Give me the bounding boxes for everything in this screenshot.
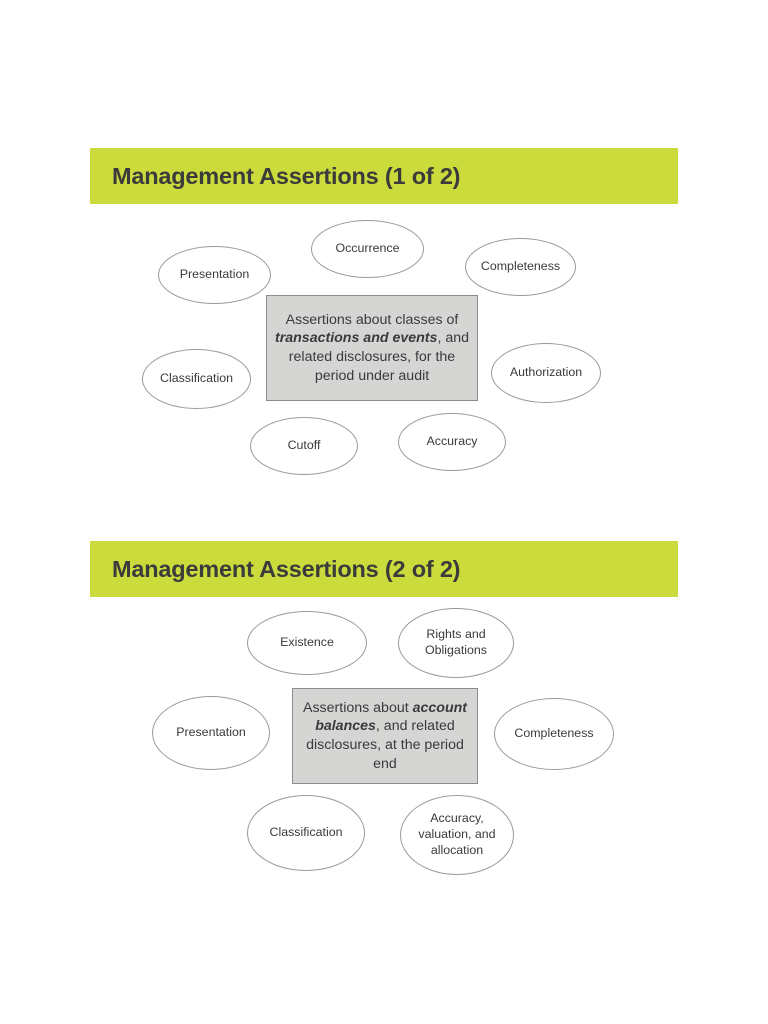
- node-classification[interactable]: Classification: [142, 349, 251, 409]
- node-label: Existence: [280, 635, 334, 650]
- node-existence[interactable]: Existence: [247, 611, 367, 675]
- node-presentation[interactable]: Presentation: [152, 696, 270, 770]
- assertions-diagram-2: Assertions about account balances, and r…: [0, 598, 768, 898]
- node-label: Classification: [160, 371, 233, 386]
- node-label: Accuracy: [426, 434, 478, 449]
- node-classification[interactable]: Classification: [247, 795, 365, 871]
- center-text-before: Assertions about: [302, 699, 413, 716]
- node-rights-and-obligations[interactable]: Rights and Obligations: [398, 608, 514, 678]
- node-label: Completeness: [514, 726, 594, 741]
- section-2-title-bar: Management Assertions (2 of 2): [90, 541, 678, 597]
- node-label: Presentation: [179, 267, 250, 282]
- node-label: Occurrence: [335, 241, 400, 256]
- section-1-title-bar: Management Assertions (1 of 2): [90, 148, 678, 204]
- node-completeness[interactable]: Completeness: [494, 698, 614, 770]
- node-label: Completeness: [480, 259, 561, 274]
- node-occurrence[interactable]: Occurrence: [311, 220, 424, 278]
- center-text-before: Assertions about classes of: [285, 311, 459, 328]
- section-1-title: Management Assertions (1 of 2): [112, 162, 461, 189]
- node-label: Cutoff: [287, 438, 321, 453]
- node-presentation[interactable]: Presentation: [158, 246, 271, 304]
- node-label: Rights and Obligations: [425, 627, 487, 657]
- center-text-emphasis: account balances: [315, 699, 468, 735]
- node-cutoff[interactable]: Cutoff: [250, 417, 358, 475]
- node-accuracy[interactable]: Accuracy: [398, 413, 506, 471]
- node-label: Accuracy, valuation, and allocation: [418, 811, 496, 857]
- node-label: Presentation: [176, 725, 246, 740]
- node-accuracy-valuation-allocation[interactable]: Accuracy, valuation, and allocation: [400, 795, 514, 875]
- assertions-diagram-1: Assertions about classes of transactions…: [0, 206, 768, 496]
- node-label: Classification: [269, 825, 343, 840]
- center-text-emphasis: transactions and events: [275, 330, 438, 347]
- node-completeness[interactable]: Completeness: [465, 238, 576, 296]
- node-label: Authorization: [509, 365, 583, 380]
- section-2-title: Management Assertions (2 of 2): [112, 555, 461, 582]
- node-authorization[interactable]: Authorization: [491, 343, 601, 403]
- diagram-2-center-box: Assertions about account balances, and r…: [292, 688, 478, 784]
- diagram-1-center-box: Assertions about classes of transactions…: [266, 295, 478, 401]
- center-text-after: , and related disclosures, for the perio…: [288, 330, 469, 384]
- center-text-after: , and related disclosures, at the period…: [306, 718, 464, 772]
